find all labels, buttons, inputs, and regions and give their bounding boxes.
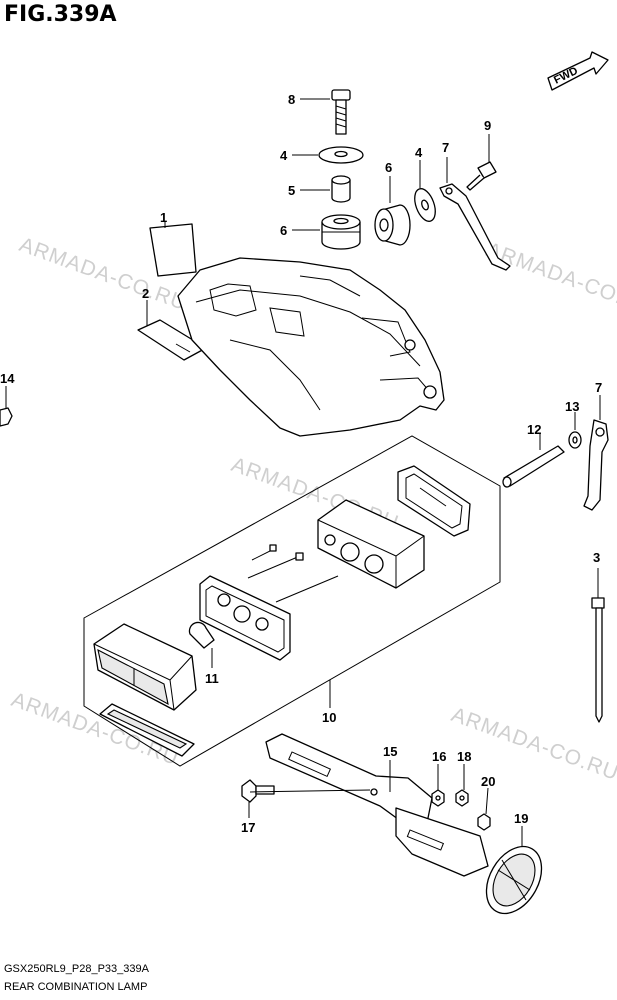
watermark-5: ARMADA-CO.RU: [448, 703, 617, 785]
figure-code: GSX250RL9_P28_P33_339A: [4, 963, 149, 975]
lens-reflector-strip: [99, 703, 195, 757]
callout-6b: 6: [385, 160, 392, 175]
washer-4: 4: [280, 146, 364, 164]
callout-5: 5: [288, 183, 295, 198]
bulb-11: 11: [188, 621, 219, 686]
figure-name: REAR COMBINATION LAMP: [4, 981, 148, 993]
callout-7b: 7: [595, 380, 602, 395]
fwd-label: FWD: [552, 65, 580, 87]
rear-lamp-housing: [177, 257, 445, 437]
red-lens: [93, 623, 197, 711]
nut-14: 14: [0, 371, 15, 427]
callout-1: 1: [160, 210, 167, 225]
callout-7a: 7: [442, 140, 449, 155]
watermark-2: ARMADA-CO.RU: [483, 238, 617, 320]
callout-20: 20: [481, 774, 495, 789]
bracket-7b: 7: [583, 380, 609, 511]
callout-15: 15: [383, 744, 397, 759]
lamp-assembly-outline: 10: [83, 435, 501, 767]
lamp-body: [317, 499, 425, 589]
nut-18: 18: [455, 749, 471, 807]
callout-8: 8: [288, 92, 295, 107]
washer-4b: 4: [414, 145, 436, 222]
callout-11: 11: [205, 671, 219, 686]
grommet-6b: 6: [374, 160, 411, 246]
callout-2: 2: [142, 286, 149, 301]
reflector-19: 19: [485, 811, 543, 915]
grommet-6a: 6: [280, 214, 361, 250]
callout-17: 17: [241, 820, 255, 835]
callout-13: 13: [565, 399, 579, 414]
bolt-8: 8: [288, 89, 351, 135]
cable-tie-3: 3: [591, 550, 605, 723]
fwd-arrow-icon: FWD: [547, 51, 609, 91]
label-1: 1: [149, 210, 197, 277]
figure-title: FIG.339A: [4, 2, 117, 27]
callout-6a: 6: [280, 223, 287, 238]
callout-14: 14: [0, 371, 15, 386]
washer-13: 13: [565, 399, 582, 449]
gasket: [397, 465, 471, 537]
callout-9: 9: [484, 118, 491, 133]
callout-4b: 4: [415, 145, 423, 160]
screw-9: 9: [466, 118, 497, 191]
callout-16: 16: [432, 749, 446, 764]
callout-4a: 4: [280, 148, 288, 163]
collar-5: 5: [288, 175, 351, 203]
nut-20: 20: [477, 774, 495, 831]
callout-10: 10: [322, 710, 336, 725]
callout-12: 12: [527, 422, 541, 437]
nut-16: 16: [431, 749, 446, 807]
callout-18: 18: [457, 749, 471, 764]
plate-bracket-15: 15: [265, 733, 489, 877]
callout-19: 19: [514, 811, 528, 826]
callout-3: 3: [593, 550, 600, 565]
lamp-screws: [247, 544, 339, 603]
socket-plate: [199, 575, 291, 661]
bolt-17: 17: [241, 779, 371, 835]
pin-12: 12: [502, 422, 565, 488]
bracket-7a: 7: [439, 140, 511, 271]
